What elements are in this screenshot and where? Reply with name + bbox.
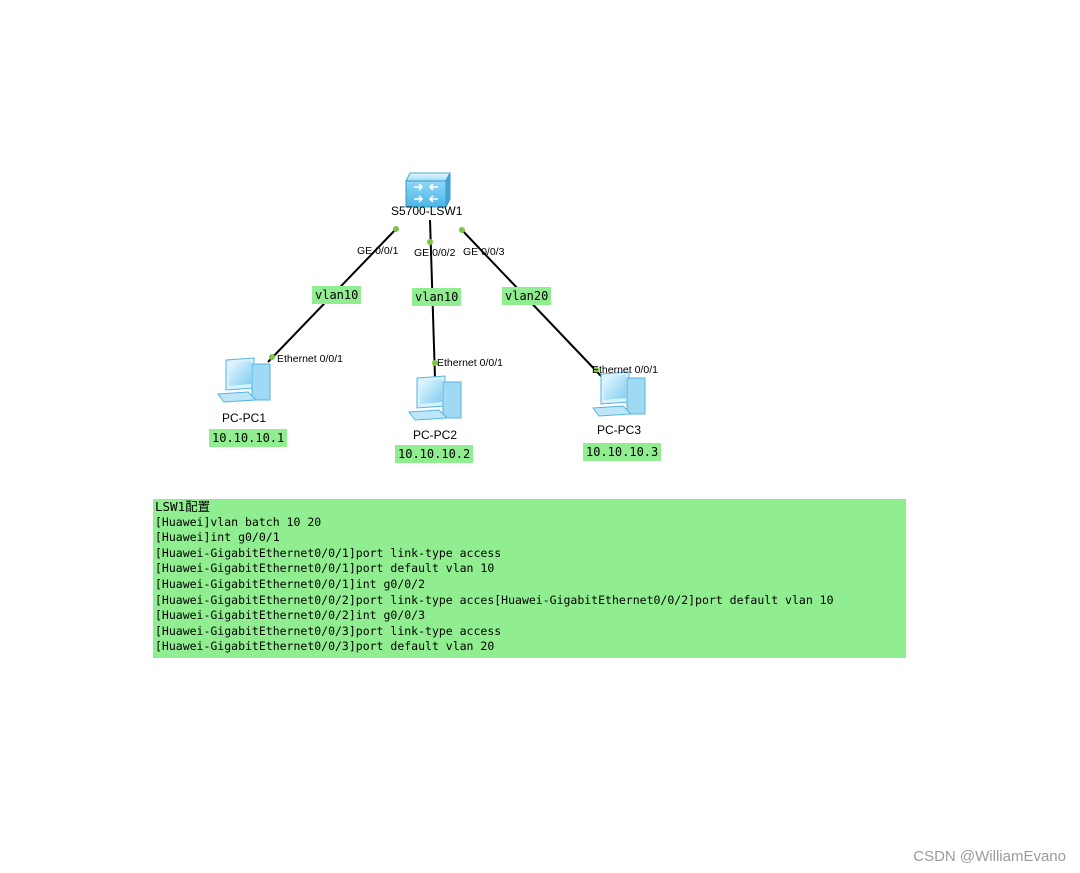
config-line: [Huawei]int g0/0/1 — [155, 530, 280, 545]
switch-port-label-1: GE 0/0/1 — [357, 245, 399, 257]
port-dot-ge003 — [459, 227, 465, 233]
ip-tag-3: 10.10.10.3 — [583, 443, 662, 461]
config-line: [Huawei-GigabitEthernet0/0/2]int g0/0/3 — [155, 608, 426, 623]
ip-tag-2: 10.10.10.2 — [395, 445, 474, 463]
switch-icon[interactable] — [405, 172, 451, 208]
config-line: [Huawei-GigabitEthernet0/0/1]port defaul… — [155, 561, 495, 576]
pc-port-label-1: Ethernet 0/0/1 — [277, 353, 343, 365]
pc-icon-1[interactable] — [217, 357, 271, 403]
vlan-tag-2: vlan10 — [412, 288, 462, 306]
port-dot-pc3 — [593, 367, 599, 373]
pc-name-3: PC-PC3 — [597, 423, 642, 437]
config-line: [Huawei-GigabitEthernet0/0/1]port link-t… — [155, 545, 502, 560]
config-line: [Huawei]vlan batch 10 20 — [155, 514, 322, 529]
port-dot-pc1 — [269, 354, 275, 360]
config-line: [Huawei-GigabitEthernet0/0/3]port link-t… — [155, 623, 502, 638]
pc-port-label-2: Ethernet 0/0/1 — [437, 357, 503, 369]
port-dot-ge001 — [393, 226, 399, 232]
pc-name-2: PC-PC2 — [413, 428, 458, 442]
switch-name: S5700-LSW1 — [391, 204, 463, 218]
pc-port-label-3: Ethernet 0/0/1 — [592, 364, 658, 376]
pc-name-1: PC-PC1 — [222, 411, 267, 425]
port-dot-ge002 — [427, 239, 433, 245]
pc-icon-2[interactable] — [408, 375, 462, 421]
pc-icon-3[interactable] — [592, 371, 646, 417]
vlan-tag-3: vlan20 — [502, 287, 552, 305]
config-line: [Huawei-GigabitEthernet0/0/2]port link-t… — [155, 592, 834, 607]
config-line: [Huawei-GigabitEthernet0/0/3]port defaul… — [155, 639, 495, 654]
config-text-block: LSW1配置 [Huawei]vlan batch 10 20 [Huawei]… — [153, 499, 906, 658]
watermark: CSDN @WilliamEvano — [913, 848, 1066, 865]
switch-port-label-3: GE 0/0/3 — [463, 246, 505, 258]
config-line: [Huawei-GigabitEthernet0/0/1]int g0/0/2 — [155, 576, 426, 591]
ip-tag-1: 10.10.10.1 — [209, 429, 288, 447]
port-dot-pc2 — [432, 360, 438, 366]
switch-port-label-2: GE 0/0/2 — [414, 247, 456, 259]
config-title: LSW1配置 — [155, 499, 211, 514]
vlan-tag-1: vlan10 — [312, 286, 362, 304]
